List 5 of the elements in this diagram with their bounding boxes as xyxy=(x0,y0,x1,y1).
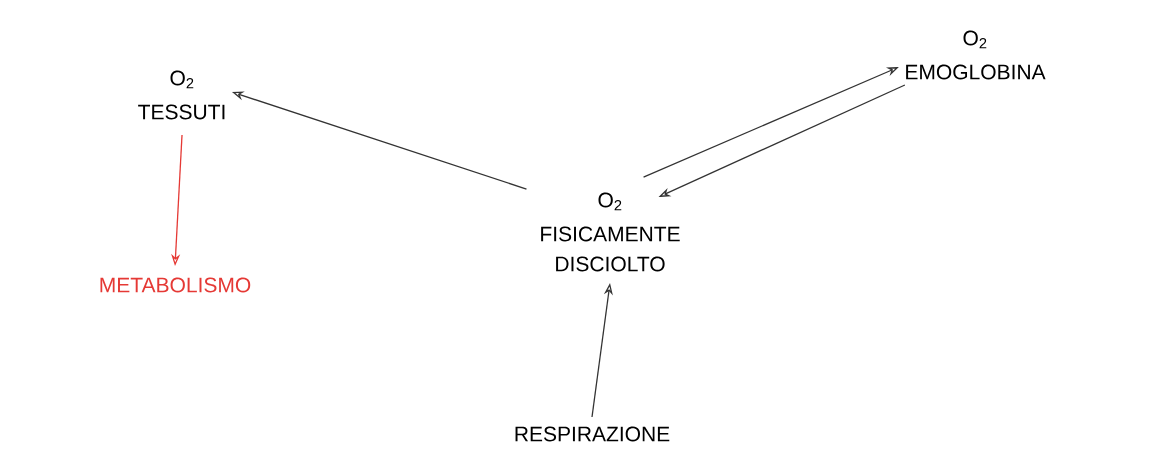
text-label: METABOLISMO xyxy=(100,277,251,293)
text-label: O$_{2}$ TESSUTI xyxy=(138,70,225,120)
text-label: RESPIRAZIONE xyxy=(515,426,670,442)
text-label: O$_{2}$ EMOGLOBINA xyxy=(906,30,1046,80)
text-label: O$_{2}$ FISICAMENTE DISCIOLTO xyxy=(541,192,680,272)
